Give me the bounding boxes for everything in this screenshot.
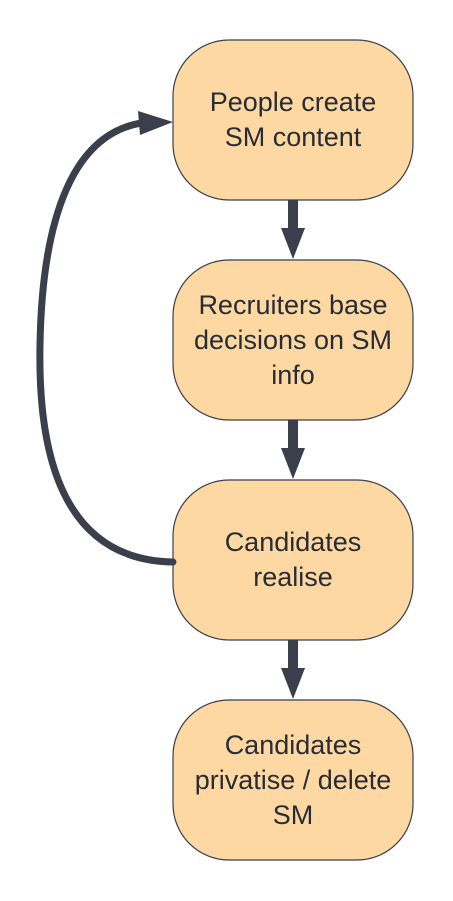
edge-2-to-3 xyxy=(281,420,305,479)
edge-loop-3-to-1 xyxy=(36,111,177,566)
node-label-people-create-content: People create SM content xyxy=(209,87,377,152)
node-label-recruiters-base-decisions: Recruiters base decisions on SM info xyxy=(193,289,393,390)
edge-3-to-4 xyxy=(281,640,305,699)
node-label-candidates-privatise: Candidates privatise / delete SM xyxy=(194,729,392,830)
node-candidates-privatise xyxy=(172,699,414,861)
edge-1-to-2 xyxy=(281,200,305,259)
node-label-candidates-realise: Candidates realise xyxy=(224,527,362,592)
